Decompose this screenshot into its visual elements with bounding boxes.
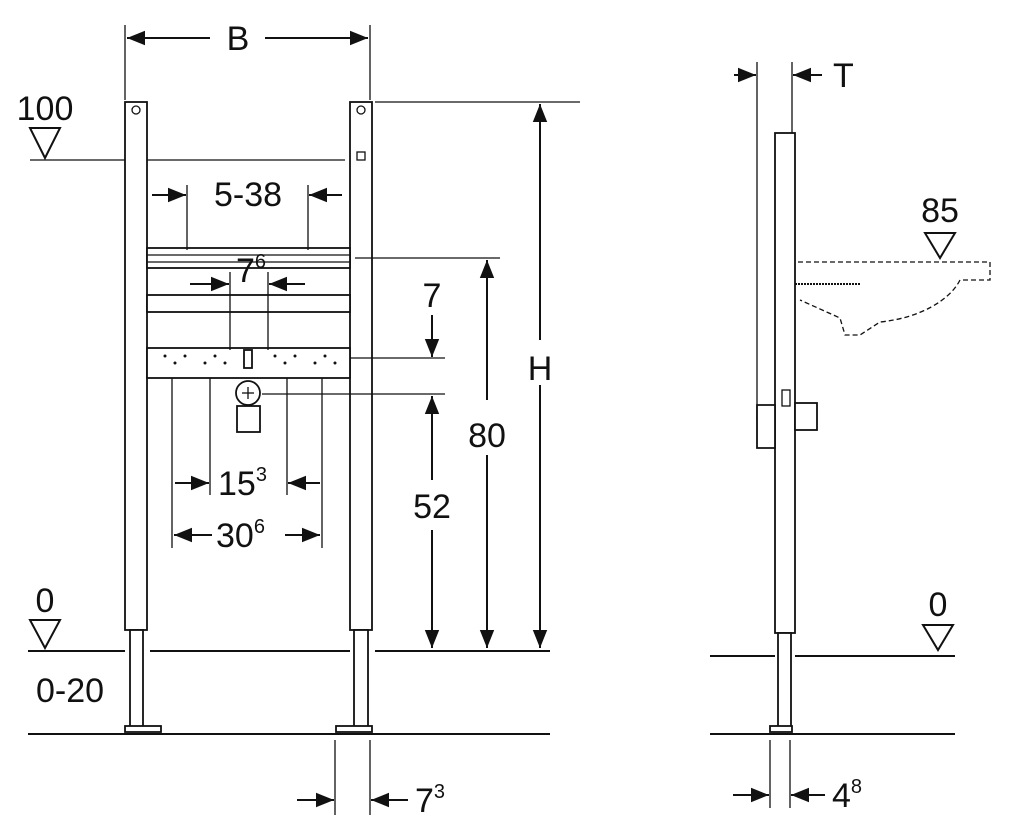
outlet-height-label: 52 xyxy=(413,488,451,526)
width-label: B xyxy=(227,20,250,58)
level-triangle-icon xyxy=(923,232,957,260)
upper-rail xyxy=(146,247,351,269)
middle-rail xyxy=(146,294,351,313)
level-triangle-icon xyxy=(921,624,955,652)
basin-height-label: 80 xyxy=(468,417,506,455)
side-floor-level-label: 0 xyxy=(929,586,948,624)
side-leg xyxy=(777,632,792,729)
leg-width-label: 48 xyxy=(832,776,862,815)
top-level-label: 100 xyxy=(17,90,74,128)
left-leg xyxy=(129,629,144,729)
inner-spacing-label: 153 xyxy=(218,464,267,503)
height-label: H xyxy=(528,350,553,388)
pipe-offset-label: 7 xyxy=(423,277,442,315)
drain-pipe xyxy=(236,405,261,433)
foot-adjust-label: 0-20 xyxy=(36,672,104,710)
outer-spacing-label: 306 xyxy=(216,516,265,555)
floor-level-label: 0 xyxy=(36,582,55,620)
depth-label: T xyxy=(833,57,854,95)
basin-level-label: 85 xyxy=(921,192,959,230)
side-view: T 85 0 48 xyxy=(710,57,991,815)
left-post xyxy=(124,101,148,631)
level-triangle-icon xyxy=(28,619,62,651)
post-width-label: 73 xyxy=(415,781,445,820)
side-post xyxy=(774,132,796,634)
right-leg xyxy=(353,629,369,729)
level-triangle-icon xyxy=(28,127,62,161)
washbasin-outline xyxy=(798,261,991,336)
rail-spacing-label: 5-38 xyxy=(214,176,282,214)
front-view: B 100 xyxy=(17,20,580,820)
right-post xyxy=(349,101,373,631)
connection-spacing-label: 76 xyxy=(236,251,266,290)
